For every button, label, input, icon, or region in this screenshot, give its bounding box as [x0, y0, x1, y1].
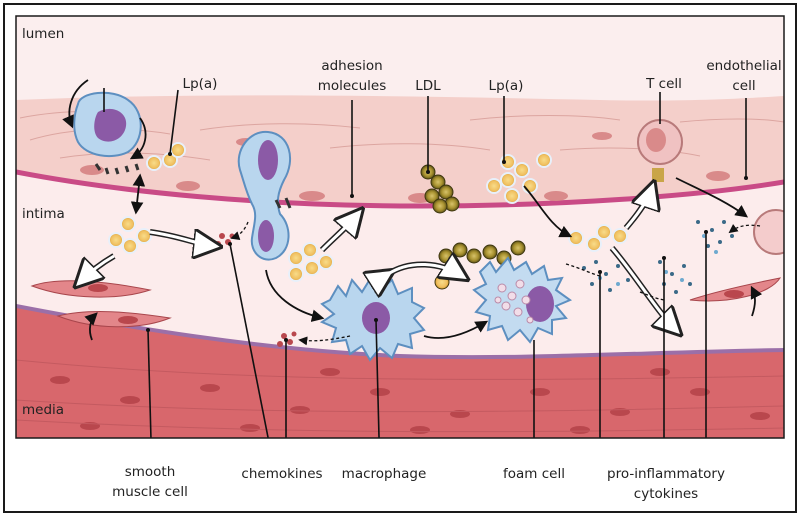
endothelial-label-line2: cell — [732, 78, 755, 94]
lpa-right-label: Lp(a) — [489, 78, 524, 94]
cytokines-label-line1: pro-inflammatory — [607, 466, 725, 482]
t-cell-label: T cell — [645, 76, 682, 92]
lpa-cluster-mid-intima — [288, 242, 334, 282]
lpa-left-label: Lp(a) — [183, 76, 218, 92]
media-fibers — [16, 359, 784, 433]
lpa-cluster-right-lumen — [486, 152, 552, 204]
lpa-cluster-left-intima — [108, 216, 152, 254]
foam-cell-graphic — [472, 256, 573, 344]
t-cell-intima — [753, 209, 784, 255]
monocyte-rolling — [62, 79, 147, 175]
media-smooth-muscle-nuclei — [50, 368, 770, 434]
lpa-cluster-right-intima — [568, 224, 628, 252]
adhesion-label-line2: molecules — [318, 78, 387, 94]
lumen-label: lumen — [22, 26, 64, 42]
monocyte-transmigrating — [237, 130, 292, 261]
ldl-cluster-lumen — [420, 164, 460, 214]
media-label: media — [22, 402, 64, 418]
smooth-muscle-label-line2: muscle cell — [112, 484, 188, 500]
intima-label: intima — [22, 206, 65, 222]
chemokines-label: chemokines — [241, 466, 322, 482]
basement-membrane — [16, 169, 784, 209]
endothelial-label-line1: endothelial — [706, 58, 781, 74]
vessel-wall-panel — [16, 16, 784, 438]
macrophage-label: macrophage — [342, 466, 427, 482]
panel-border — [15, 15, 785, 439]
process-arrows — [80, 173, 763, 346]
smooth-muscle-label-line1: smooth — [125, 464, 176, 480]
t-cell-graphic — [637, 119, 683, 182]
cytokines-label-line2: cytokines — [634, 486, 698, 502]
cytokine-dots — [582, 220, 734, 294]
leader-lines — [146, 89, 748, 438]
foam-cell-label: foam cell — [503, 466, 565, 482]
ldl-label: LDL — [415, 78, 441, 94]
endothelium-layer — [16, 95, 784, 206]
adhesion-label-line1: adhesion — [321, 58, 382, 74]
